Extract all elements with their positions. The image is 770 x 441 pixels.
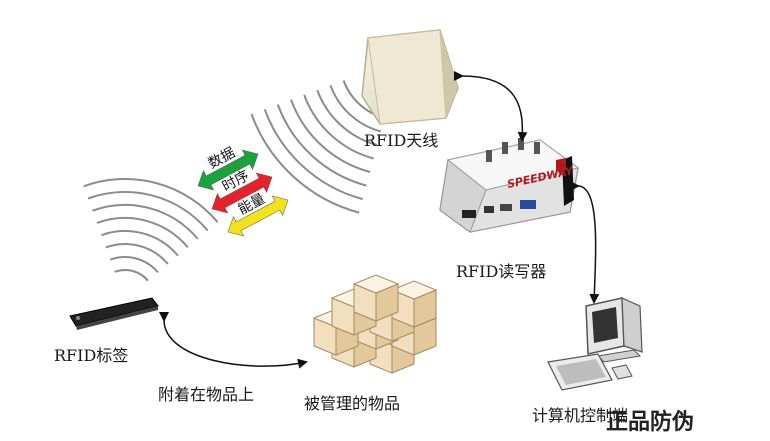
tag-goods-link <box>158 311 308 369</box>
antenna-wave-arc <box>276 104 367 187</box>
rfid-tag-icon <box>69 297 159 330</box>
rfid-reader-icon: SPEEDWAY <box>439 138 580 233</box>
computer-label: 计算机控制端 <box>532 406 629 425</box>
tag-wave-arc <box>83 177 219 223</box>
timing-arrow-shape <box>211 172 273 214</box>
antenna-label: RFID天线 <box>364 131 439 150</box>
goods-box <box>390 280 438 328</box>
antenna-wave-arc <box>303 94 374 160</box>
reader-computer-link <box>569 180 600 304</box>
tag-radio-waves <box>83 177 219 282</box>
antenna-wave-arc <box>263 108 363 201</box>
tag-label: RFID标签 <box>54 346 129 365</box>
computer-icon <box>547 297 643 391</box>
tag-wave-arc <box>87 191 209 232</box>
tag-wave-arc <box>109 256 159 274</box>
tag-wave-arc <box>101 230 179 257</box>
tag-wave-arc <box>96 216 189 248</box>
antenna-wave-arc <box>250 113 360 214</box>
goods-box <box>352 274 400 322</box>
antenna-wave-arc <box>329 84 382 133</box>
managed-goods-boxes-icon <box>312 274 438 374</box>
attached-label: 附着在物品上 <box>158 385 255 404</box>
tag-wave-arc <box>92 203 199 240</box>
antenna-reader-link <box>453 70 528 142</box>
energy-arrow-shape <box>227 195 289 237</box>
rfid-antenna-icon <box>361 29 459 125</box>
antenna-wave-arc <box>316 89 378 146</box>
watermark: 正品防伪 <box>606 410 695 435</box>
tag-wave-arc <box>105 243 169 265</box>
reader-label: RFID读写器 <box>456 262 547 281</box>
antenna-wave-arc <box>290 99 371 173</box>
data-arrow-shape <box>197 149 259 191</box>
tag-wave-arc <box>114 269 149 282</box>
goods-label: 被管理的物品 <box>304 394 401 413</box>
antenna-radio-waves <box>250 80 385 214</box>
